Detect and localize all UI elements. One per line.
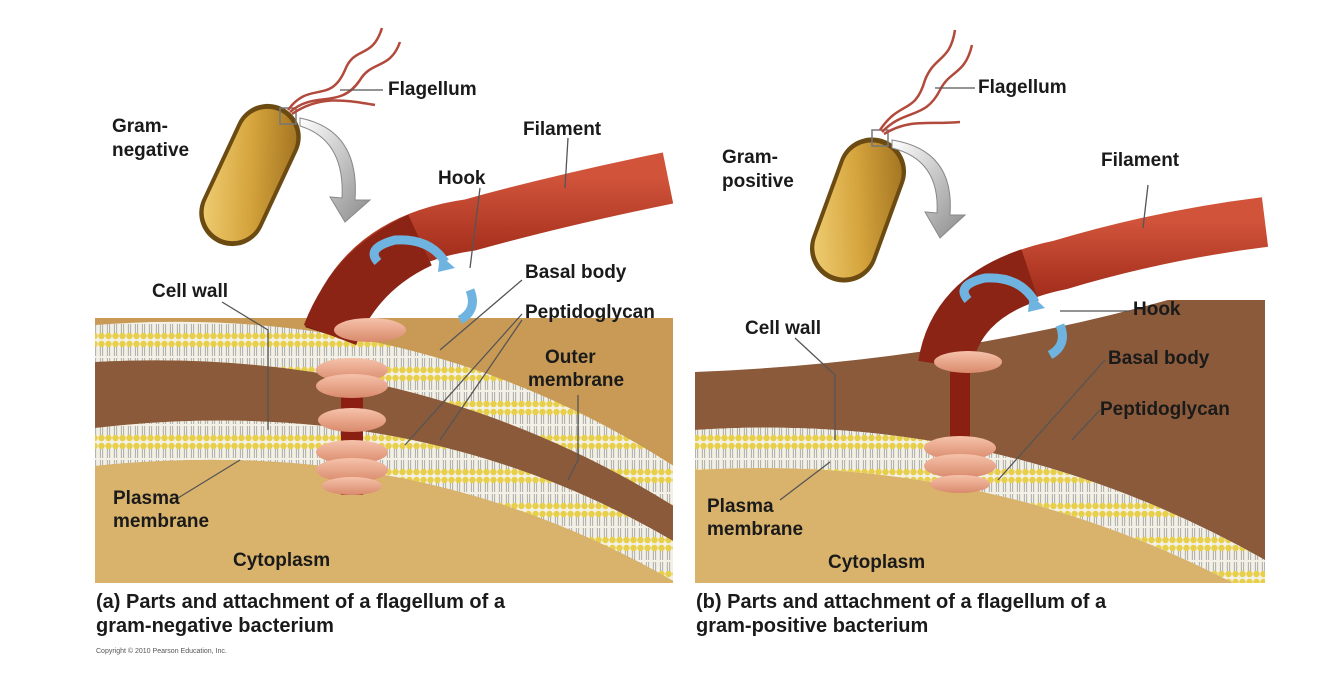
caption-a-prefix: (a) (96, 591, 120, 613)
label-basal-body-a: Basal body (525, 262, 626, 284)
label-filament-a: Filament (523, 119, 601, 141)
caption-b-line1: (b) Parts and attachment of a flagellum … (696, 590, 1106, 614)
label-flagellum-a: Flagellum (388, 79, 477, 101)
panel-a-cell (188, 93, 311, 257)
label-hook-b: Hook (1133, 299, 1181, 321)
label-plasma-a-line1: Plasma (113, 488, 180, 510)
label-plasma-a-line2: membrane (113, 511, 209, 533)
label-peptidoglycan-b: Peptidoglycan (1100, 399, 1230, 421)
label-flagellum-b: Flagellum (978, 77, 1067, 99)
panel-a-zoom-arrow (300, 118, 370, 222)
caption-b-line2: gram-positive bacterium (696, 614, 928, 638)
label-gram-a-line2: negative (112, 140, 189, 162)
label-gram-b-line1: Gram- (722, 147, 778, 169)
label-cytoplasm-a: Cytoplasm (233, 550, 330, 572)
caption-a-text: Parts and attachment of a flagellum of a (126, 591, 505, 613)
label-plasma-b-line2: membrane (707, 519, 803, 541)
label-outer-a-line1: Outer (545, 347, 596, 369)
label-gram-b-line2: positive (722, 171, 794, 193)
caption-a-line1: (a) Parts and attachment of a flagellum … (96, 590, 505, 614)
label-cytoplasm-b: Cytoplasm (828, 552, 925, 574)
panel-b-cell (800, 128, 915, 292)
panel-b-collar (934, 351, 1002, 373)
panel-a-collar (334, 318, 406, 342)
caption-a-line2: gram-negative bacterium (96, 614, 334, 638)
label-gram-a-line1: Gram- (112, 116, 168, 138)
panel-b-zoom-arrow (892, 140, 965, 238)
label-filament-b: Filament (1101, 150, 1179, 172)
caption-b-prefix: (b) (696, 591, 722, 613)
panel-b-flagellum-line (880, 30, 955, 130)
label-plasma-b-line1: Plasma (707, 496, 774, 518)
label-peptidoglycan-a: Peptidoglycan (525, 302, 655, 324)
label-hook-a: Hook (438, 168, 486, 190)
label-outer-a-line2: membrane (528, 370, 624, 392)
label-basal-body-b: Basal body (1108, 348, 1209, 370)
label-cell-wall-a: Cell wall (152, 281, 228, 303)
caption-b-text: Parts and attachment of a flagellum of a (727, 591, 1106, 613)
label-cell-wall-b: Cell wall (745, 318, 821, 340)
copyright-notice: Copyright © 2010 Pearson Education, Inc. (96, 648, 227, 655)
